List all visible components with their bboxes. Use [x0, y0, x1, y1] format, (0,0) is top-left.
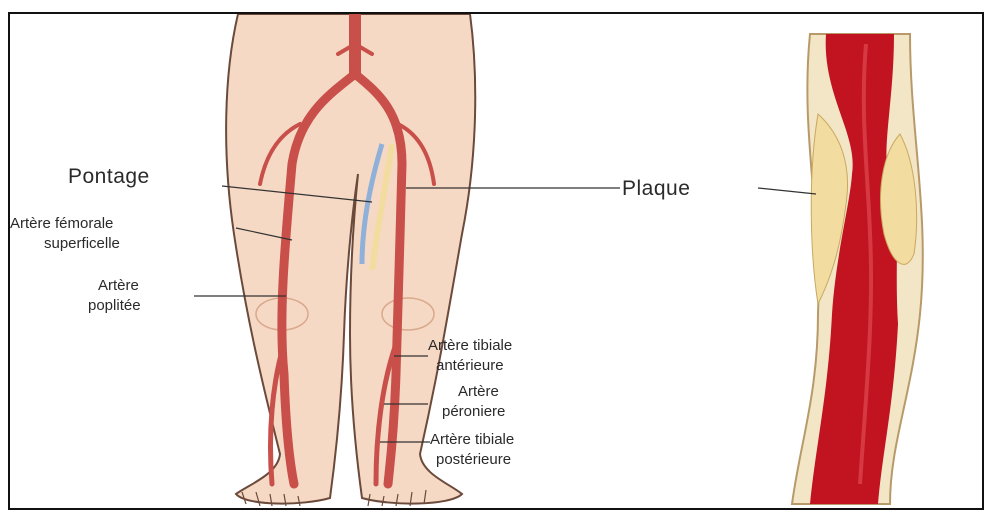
poplitee-label-line1: Artère — [98, 278, 139, 293]
tibiale-ant-label-line1: Artère tibiale — [428, 338, 512, 353]
tibiale-post-label-line1: Artère tibiale — [430, 432, 514, 447]
diagram-frame: Pontage Plaque Artère fémorale superfice… — [8, 12, 984, 510]
vessel-section — [792, 34, 923, 504]
pontage-label: Pontage — [68, 166, 150, 187]
plaque-label: Plaque — [622, 178, 690, 199]
peroniere-label-line2: péroniere — [442, 404, 505, 419]
peroniere-label-line1: Artère — [458, 384, 499, 399]
tibiale-ant-label-line2: antérieure — [436, 358, 504, 373]
poplitee-label-line2: poplitée — [88, 298, 141, 313]
tibiale-post-label-line2: postérieure — [436, 452, 511, 467]
femorale-label-line1: Artère fémorale — [10, 216, 113, 231]
femorale-label-line2: superficelle — [44, 236, 120, 251]
plaque-line-2 — [758, 188, 816, 194]
